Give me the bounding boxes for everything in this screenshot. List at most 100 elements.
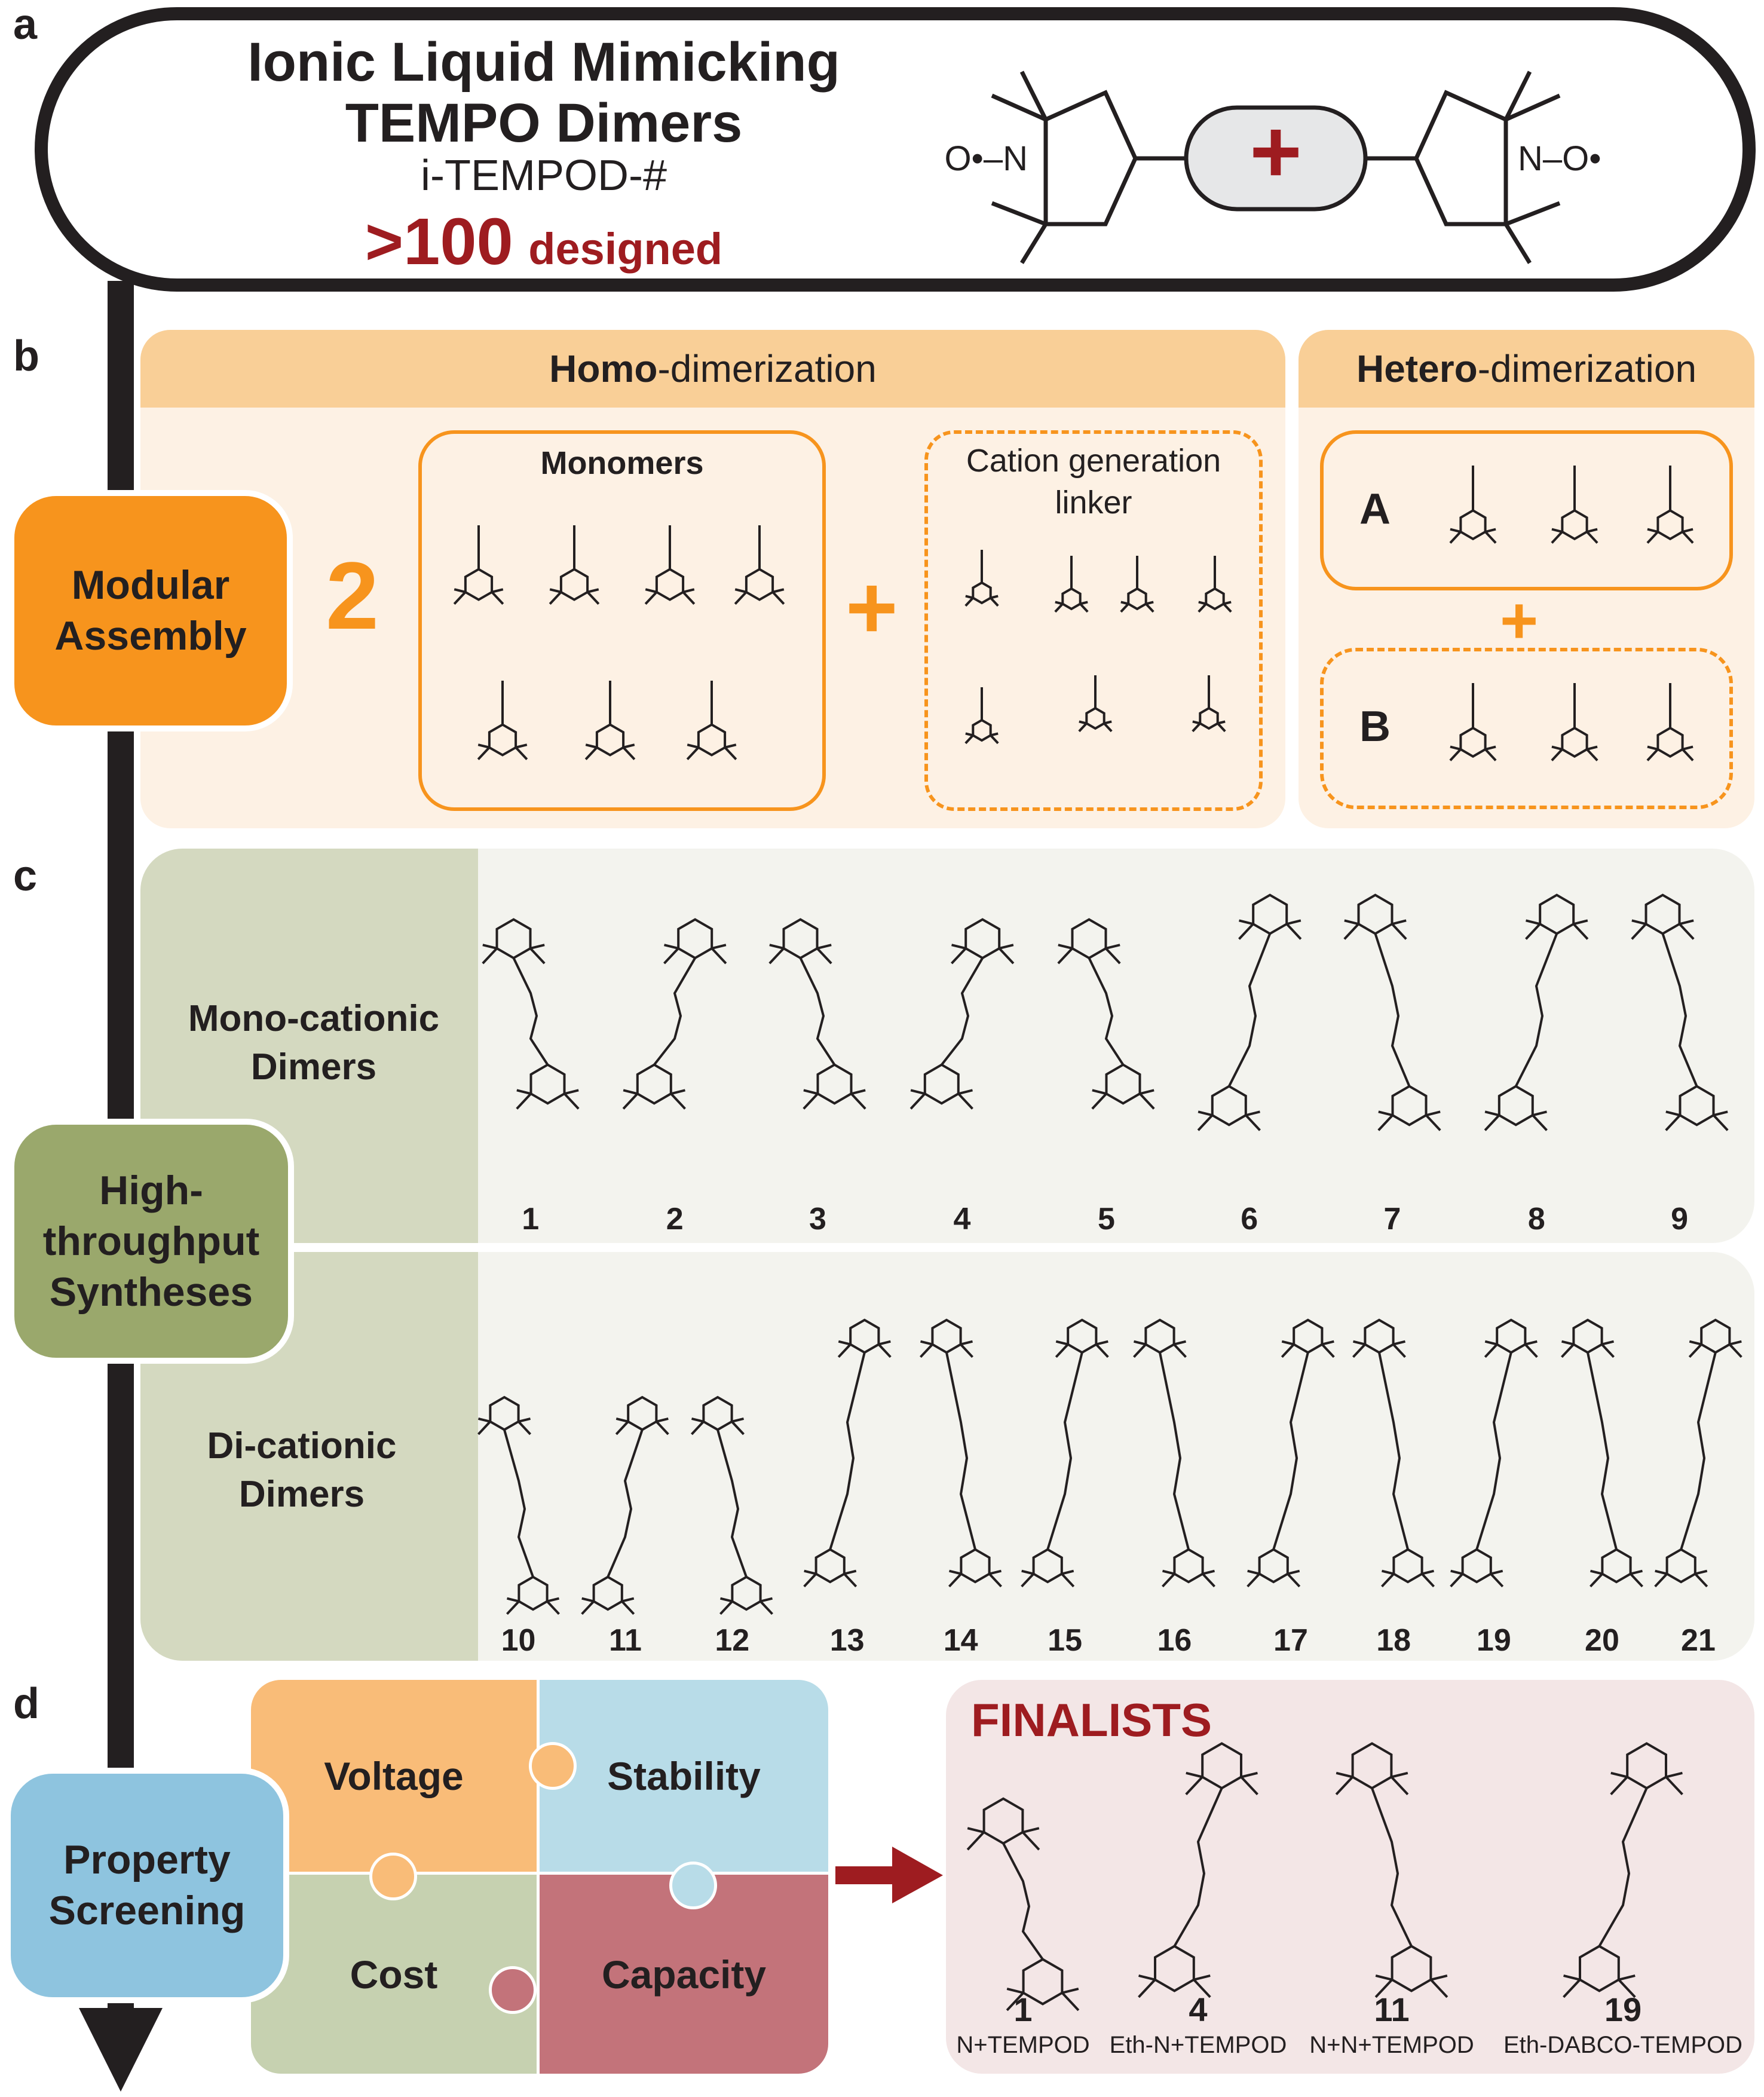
hetero-dimerization-panel: Hetero-dimerization xyxy=(1298,330,1754,828)
right-arrow-icon xyxy=(835,1847,943,1903)
homo-title-rest: -dimerization xyxy=(657,347,877,390)
tempo-structure xyxy=(1551,466,1598,544)
monomer-structure xyxy=(644,525,696,605)
homo-header: Homo-dimerization xyxy=(140,330,1285,408)
dimer-structure xyxy=(1654,1318,1742,1588)
hetero-title-rest: -dimerization xyxy=(1477,347,1697,390)
monomer-structure xyxy=(686,681,737,761)
compound-number: 9 xyxy=(1671,1202,1689,1236)
title-line-2: TEMPO Dimers xyxy=(345,93,743,154)
compound-number: 8 xyxy=(1527,1202,1545,1236)
modular-assembly-label: Modular Assembly xyxy=(8,490,293,731)
finalist-structure xyxy=(1138,1742,1258,1998)
linker-structure xyxy=(1198,556,1232,613)
linker-structure xyxy=(1054,556,1089,613)
puzzle-knob xyxy=(669,1862,717,1909)
dimer-structure xyxy=(1021,1318,1109,1588)
multiplier: 2 xyxy=(326,542,379,649)
finalist-structure xyxy=(966,1797,1080,2012)
nitroxide-left-label: O•–N xyxy=(944,139,1028,178)
compound-number: 10 xyxy=(501,1623,536,1658)
dimer-structure xyxy=(1057,918,1156,1110)
hetero-header: Hetero-dimerization xyxy=(1298,330,1754,408)
capacity-piece: Capacity xyxy=(540,1875,828,2074)
cost-piece: Cost xyxy=(251,1875,540,2074)
monomers-box: Monomers xyxy=(418,430,826,811)
dimer-structure xyxy=(581,1395,670,1615)
monomer-structure xyxy=(549,525,600,605)
count-value: >100 xyxy=(365,205,513,278)
hetero-b-label: B xyxy=(1359,703,1391,751)
dimer-structure xyxy=(1631,893,1729,1131)
panel-label-b: b xyxy=(13,332,39,380)
title-line-1: Ionic Liquid Mimicking xyxy=(247,32,840,93)
puzzle-knob xyxy=(489,1966,537,2014)
compound-number: 18 xyxy=(1376,1623,1411,1658)
cation-linker-box: Cation generation linker xyxy=(924,430,1263,811)
finalist-number: 19 xyxy=(1604,1991,1642,2028)
puzzle-knob xyxy=(369,1853,417,1900)
voltage-piece: Voltage xyxy=(251,1680,540,1875)
tempo-structure xyxy=(1646,466,1694,544)
compound-number: 1 xyxy=(522,1202,540,1236)
hetero-title-bold: Hetero xyxy=(1356,347,1478,390)
finalist-structure xyxy=(1563,1742,1683,1998)
dimer-structure xyxy=(1484,893,1589,1131)
dimer-structure xyxy=(1560,1318,1643,1588)
puzzle-knob xyxy=(529,1742,577,1790)
compound-number: 2 xyxy=(666,1202,684,1236)
linker-structure xyxy=(1078,675,1113,733)
code-name: i-TEMPOD-# xyxy=(421,152,667,200)
finalist-name: Eth-N+TEMPOD xyxy=(1109,2032,1287,2058)
monomers-label: Monomers xyxy=(540,445,704,481)
compound-number: 14 xyxy=(943,1623,978,1658)
mono-cationic-row: Mono-cationic Dimers xyxy=(140,849,1754,1243)
compound-number: 11 xyxy=(608,1623,642,1658)
finalist-structure xyxy=(1335,1742,1448,1998)
tempo-dimer-scheme: + O•–N N–O• xyxy=(944,71,1601,264)
compound-number: 3 xyxy=(808,1202,826,1236)
dimer-structure xyxy=(1450,1318,1538,1588)
linker-label: Cation generation linker xyxy=(966,443,1221,521)
hetero-a-label: A xyxy=(1359,485,1391,533)
finalist-name: N+N+TEMPOD xyxy=(1309,2032,1474,2058)
designed-count: >100 designed xyxy=(179,209,908,275)
finalist-name: N+TEMPOD xyxy=(956,2032,1090,2058)
nitroxide-right-label: N–O• xyxy=(1518,139,1601,178)
compound-number: 21 xyxy=(1681,1623,1716,1658)
finalist-number: 1 xyxy=(1013,1991,1033,2028)
plus-sign: + xyxy=(1250,101,1302,201)
linker-structure xyxy=(1120,556,1154,613)
stability-piece: Stability xyxy=(540,1680,828,1875)
compound-number: 5 xyxy=(1097,1202,1115,1236)
tempo-structure xyxy=(1646,683,1694,761)
dimer-structure xyxy=(1133,1318,1216,1588)
homo-dimerization-panel: Homo-dimerization xyxy=(140,330,1285,828)
compound-number: 7 xyxy=(1383,1202,1401,1236)
monomer-structure xyxy=(477,681,528,761)
finalist-name: Eth-DABCO-TEMPOD xyxy=(1503,2032,1743,2058)
panel-label-c: c xyxy=(13,852,38,900)
hetero-a-box: A xyxy=(1320,430,1733,590)
compound-number: 19 xyxy=(1476,1623,1511,1658)
count-suffix: designed xyxy=(528,224,723,274)
compound-number: 12 xyxy=(715,1623,750,1658)
tempo-structure xyxy=(1551,683,1598,761)
high-throughput-label: High-throughput Syntheses xyxy=(8,1119,294,1364)
plus-sign: + xyxy=(846,557,898,657)
hetero-plus-sign: + xyxy=(1500,584,1539,657)
dimer-structure xyxy=(482,918,580,1110)
dimer-structure xyxy=(909,918,1015,1110)
homo-title-bold: Homo xyxy=(549,347,658,390)
monomer-structure xyxy=(453,525,504,605)
monomer-structure xyxy=(584,681,636,761)
compound-number: 16 xyxy=(1157,1623,1192,1658)
dimer-structure xyxy=(622,918,727,1110)
dimer-structure xyxy=(803,1318,892,1588)
monomer-structure xyxy=(734,525,785,605)
tempo-structure xyxy=(1449,466,1497,544)
tempo-structure xyxy=(1449,683,1497,761)
linker-structure xyxy=(964,550,999,607)
dimer-structure xyxy=(1352,1318,1435,1588)
